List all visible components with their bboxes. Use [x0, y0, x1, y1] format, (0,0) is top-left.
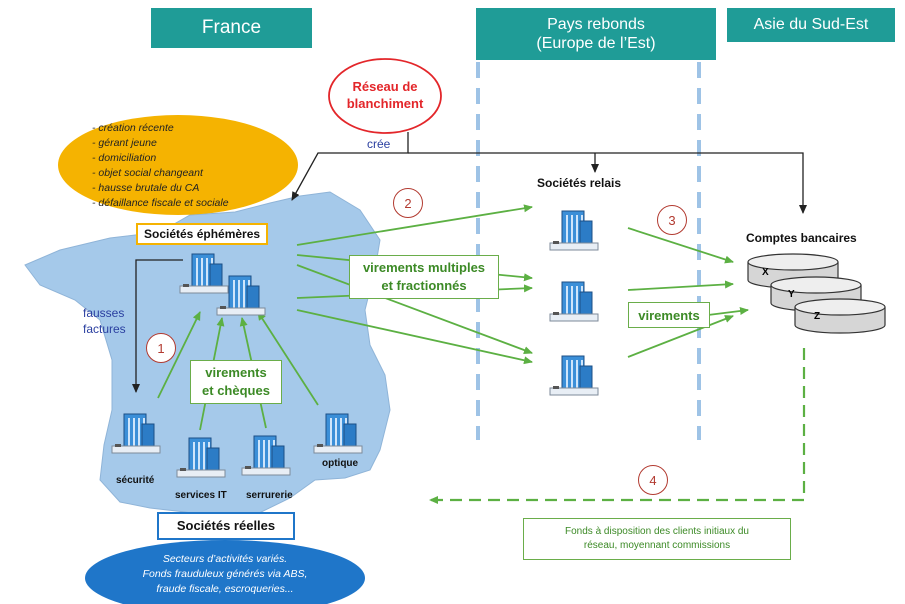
building-icon-optique	[313, 413, 363, 454]
step-3-circle: 3	[657, 205, 687, 235]
sectors-line2: Fonds frauduleux générés via ABS,	[142, 568, 308, 580]
characteristics-ellipse	[58, 115, 298, 215]
virements-cheques-line2: et chèques	[202, 383, 270, 398]
return-dashed-arrow	[429, 348, 806, 504]
account-x-label: X	[762, 267, 769, 278]
fonds-line2: réseau, moyennant commissions	[583, 540, 731, 551]
reseau-ellipse	[328, 58, 442, 134]
header-france-label: France	[201, 17, 262, 38]
sectors-ellipse	[85, 540, 365, 604]
fausses-factures-arrow	[132, 259, 183, 393]
building-icon-relais-1	[549, 210, 599, 251]
header-pays-rebonds-line1: Pays rebonds	[547, 16, 645, 33]
building-icon-serrurerie	[241, 435, 291, 476]
virements-multiples-line2: et fractionnés	[381, 278, 467, 293]
characteristic-item: - objet social changeant	[92, 167, 203, 179]
virements-multiples-box: virements multiples et fractionnés	[349, 255, 499, 299]
fausses-factures-line2: factures	[83, 322, 126, 336]
step-2-circle: 2	[393, 188, 423, 218]
virements-cheques-line1: virements	[205, 365, 267, 380]
step-4-circle: 4	[638, 465, 668, 495]
fausses-factures-line1: fausses	[83, 306, 125, 320]
virements-label: virements	[638, 307, 700, 323]
company-services-it-label: services IT	[175, 490, 227, 501]
fausses-factures-label: fausses factures	[83, 305, 126, 337]
account-y-label: Y	[788, 289, 795, 300]
building-icon-relais-2	[549, 281, 599, 322]
virements-cheques-box: virements et chèques	[190, 360, 282, 404]
societes-relais-label: Sociétés relais	[537, 176, 622, 190]
building-icon-services-it	[176, 437, 226, 478]
societes-ephemeres-label: Sociétés éphémères	[136, 223, 269, 245]
building-icon-securite	[111, 413, 161, 454]
account-z-cylinder	[794, 298, 886, 334]
building-icon-relais-3	[549, 355, 599, 396]
cree-label: crée	[367, 137, 391, 151]
cree-connector	[291, 132, 409, 201]
company-securite-label: sécurité	[116, 475, 155, 486]
virements-box: virements	[628, 302, 710, 328]
building-icon-ephemere-2	[216, 275, 266, 316]
characteristics-list: - création récente - gérant jeune - domi…	[92, 121, 229, 211]
company-optique-label: optique	[322, 458, 359, 469]
reseau-label: Réseau de blanchiment	[333, 78, 437, 112]
reseau-line2: blanchiment	[346, 96, 424, 111]
header-asie: Asie du Sud-Est	[727, 8, 895, 42]
cree-connector-right	[408, 152, 807, 214]
header-asie-label: Asie du Sud-Est	[753, 16, 869, 33]
sectors-line3: fraude fiscale, escroqueries...	[156, 583, 294, 595]
virements-multiples-line1: virements multiples	[362, 260, 486, 275]
account-z-label: Z	[814, 311, 821, 322]
sectors-text: Secteurs d’activités variés. Fonds fraud…	[110, 552, 340, 597]
france-map	[24, 191, 391, 519]
company-serrurerie-label: serrurerie	[246, 490, 293, 501]
characteristic-item: - création récente	[92, 122, 174, 134]
comptes-bancaires-label: Comptes bancaires	[746, 231, 857, 245]
step-1-circle: 1	[146, 333, 176, 363]
characteristic-item: - défaillance fiscale et sociale	[92, 197, 229, 209]
header-pays-rebonds-line2: (Europe de l’Est)	[536, 35, 656, 52]
characteristic-item: - hausse brutale du CA	[92, 182, 200, 194]
societes-reelles-label: Sociétés réelles	[157, 512, 295, 540]
header-pays-rebonds: Pays rebonds (Europe de l’Est)	[476, 8, 716, 60]
fonds-line1: Fonds à disposition des clients initiaux…	[565, 526, 749, 537]
fonds-box: Fonds à disposition des clients initiaux…	[523, 518, 791, 560]
characteristic-item: - gérant jeune	[92, 137, 157, 149]
header-france: France	[151, 8, 312, 48]
reseau-line1: Réseau de	[352, 79, 418, 94]
characteristic-item: - domiciliation	[92, 152, 157, 164]
sectors-line1: Secteurs d’activités variés.	[162, 553, 288, 565]
